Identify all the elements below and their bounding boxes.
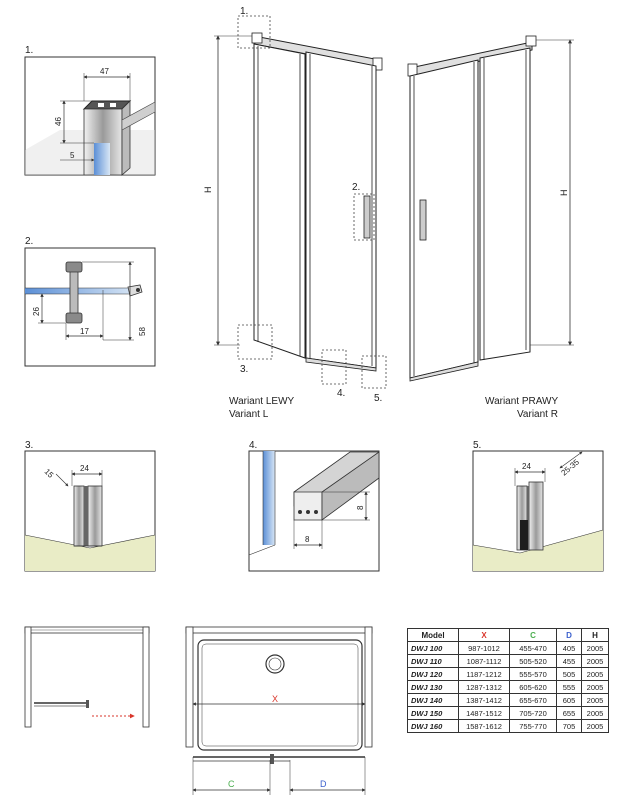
variant-right-label-pl: Wariant PRAWY <box>485 396 558 407</box>
cell-d: 455 <box>556 654 582 668</box>
cell-model: DWJ 160 <box>407 719 459 733</box>
header-d: D <box>556 628 582 642</box>
plan-c-label: C <box>228 779 235 789</box>
plan-x-label: X <box>272 694 278 704</box>
table-row: DWJ 160 1587-1612 755-770 705 2005 <box>407 719 609 733</box>
plan-view: X C D <box>185 626 373 795</box>
cell-c: 755-770 <box>509 719 557 733</box>
plan-d-label: D <box>320 779 327 789</box>
cell-d: 655 <box>556 706 582 720</box>
cell-d: 605 <box>556 693 582 707</box>
detail-1-height-dim: 46 <box>54 117 63 126</box>
table-row: DWJ 120 1187-1212 555-570 505 2005 <box>407 667 609 681</box>
cell-model: DWJ 100 <box>407 641 459 655</box>
cell-x: 987-1012 <box>458 641 510 655</box>
cell-d: 405 <box>556 641 582 655</box>
table-row: DWJ 110 1087-1112 505-520 455 2005 <box>407 654 609 668</box>
cell-c: 455-470 <box>509 641 557 655</box>
main-callout-3: 3. <box>240 364 248 375</box>
cell-c: 605-620 <box>509 680 557 694</box>
variant-left-label-en: Variant L <box>229 409 269 420</box>
table-row: DWJ 130 1287-1312 605-620 555 2005 <box>407 680 609 694</box>
detail-1-offset-dim: 5 <box>70 151 75 160</box>
detail-3-callout: 3. <box>25 440 33 451</box>
left-height-label: H <box>203 187 213 194</box>
detail-5-callout: 5. <box>473 440 481 451</box>
cell-h: 2005 <box>581 719 609 733</box>
detail-1-callout: 1. <box>25 45 33 56</box>
cell-x: 1187-1212 <box>458 667 510 681</box>
cell-c: 505-520 <box>509 654 557 668</box>
detail-3-dim-24: 24 <box>80 464 89 473</box>
detail-2-callout: 2. <box>25 236 33 247</box>
detail-2-dim-26: 26 <box>32 307 41 316</box>
cell-x: 1087-1112 <box>458 654 510 668</box>
header-model: Model <box>407 628 459 642</box>
cell-x: 1387-1412 <box>458 693 510 707</box>
detail-1-panel: 1. 47 46 5 <box>24 45 156 176</box>
header-h: H <box>581 628 609 642</box>
variant-left-label-pl: Wariant LEWY <box>229 396 295 407</box>
detail-5-panel: 5. 24 25-35 <box>472 440 604 572</box>
detail-5-dim-24: 24 <box>522 462 531 471</box>
header-x: X <box>458 628 510 642</box>
detail-4-dim-w: 8 <box>305 535 310 544</box>
cell-x: 1487-1512 <box>458 706 510 720</box>
cell-c: 655-670 <box>509 693 557 707</box>
cell-h: 2005 <box>581 680 609 694</box>
detail-2-panel: 2. 26 17 58 <box>24 236 156 367</box>
cell-h: 2005 <box>581 706 609 720</box>
cell-d: 555 <box>556 680 582 694</box>
right-door-drawing: H Wariant PRAWY Variant R <box>407 35 574 420</box>
cell-model: DWJ 150 <box>407 706 459 720</box>
dimension-table: Model X C D H DWJ 100 987-1012 455-470 4… <box>407 628 609 733</box>
cell-model: DWJ 110 <box>407 654 459 668</box>
cell-model: DWJ 140 <box>407 693 459 707</box>
cell-model: DWJ 120 <box>407 667 459 681</box>
top-view-small <box>24 626 150 728</box>
cell-h: 2005 <box>581 693 609 707</box>
header-c: C <box>509 628 557 642</box>
detail-2-dim-17: 17 <box>80 327 89 336</box>
main-callout-2: 2. <box>352 182 360 193</box>
cell-x: 1587-1612 <box>458 719 510 733</box>
detail-2-dim-58: 58 <box>138 327 147 336</box>
cell-h: 2005 <box>581 654 609 668</box>
cell-x: 1287-1312 <box>458 680 510 694</box>
detail-4-callout: 4. <box>249 440 257 451</box>
left-door-drawing: H 1. 2. 3. 4. 5. Wariant LEWY Variant L <box>203 6 387 420</box>
table-row: DWJ 140 1387-1412 655-670 605 2005 <box>407 693 609 707</box>
cell-c: 705-720 <box>509 706 557 720</box>
table-row: DWJ 150 1487-1512 705-720 655 2005 <box>407 706 609 720</box>
cell-h: 2005 <box>581 641 609 655</box>
right-height-label: H <box>559 190 569 197</box>
cell-h: 2005 <box>581 667 609 681</box>
detail-3-panel: 3. 24 15 <box>24 440 156 572</box>
detail-1-width-dim: 47 <box>100 67 109 76</box>
cell-d: 705 <box>556 719 582 733</box>
table-header-row: Model X C D H <box>407 628 609 642</box>
cell-d: 505 <box>556 667 582 681</box>
main-callout-4: 4. <box>337 388 345 399</box>
cell-c: 555-570 <box>509 667 557 681</box>
detail-4-dim-h: 8 <box>356 505 365 510</box>
cell-model: DWJ 130 <box>407 680 459 694</box>
main-callout-5: 5. <box>374 393 382 404</box>
table-row: DWJ 100 987-1012 455-470 405 2005 <box>407 641 609 655</box>
variant-right-label-en: Variant R <box>517 409 558 420</box>
detail-4-panel: 4. 8 8 <box>248 440 380 572</box>
main-callout-1: 1. <box>240 6 248 17</box>
